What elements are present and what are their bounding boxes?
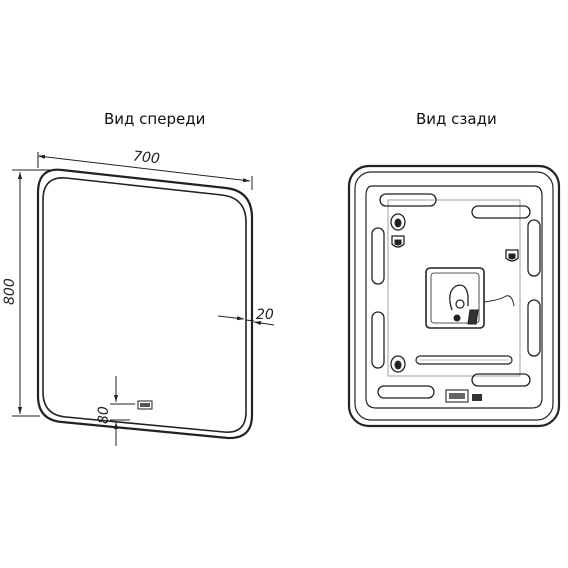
- front-view-title: Вид спереди: [104, 110, 206, 128]
- depth-dimension: [217, 315, 275, 326]
- bottom-offset-label: 80: [96, 406, 112, 424]
- back-view-title: Вид сзади: [416, 110, 497, 128]
- led-display-screen: [140, 403, 150, 407]
- front-mirror-inner-edge: [42, 177, 247, 433]
- slot: [371, 227, 385, 285]
- width-label: 700: [132, 148, 160, 167]
- depth-label: 20: [256, 307, 274, 323]
- height-label: 800: [2, 278, 18, 305]
- front-mirror: [36, 168, 254, 440]
- front-mirror-outer-edge: [36, 168, 254, 440]
- power-box-inner: [430, 272, 480, 324]
- back-mirror-outer-edge: [347, 164, 561, 428]
- back-panel-recess: [365, 185, 543, 409]
- back-mirror-inner-edge: [354, 171, 554, 421]
- switch-knob: [455, 299, 465, 309]
- slot: [371, 311, 385, 369]
- cable-loop: [449, 284, 469, 311]
- mount-hook-left: [391, 235, 405, 248]
- certification-mark: [472, 394, 482, 401]
- power-box: [425, 267, 485, 329]
- slot: [527, 219, 541, 277]
- height-dimension: [12, 169, 60, 417]
- led-display: [137, 400, 153, 410]
- slot: [471, 373, 531, 387]
- terminal: [467, 309, 479, 325]
- connector: [453, 314, 461, 322]
- mount-hole-top-left: [390, 213, 406, 231]
- wire: [483, 295, 515, 307]
- back-panel-inner: [387, 199, 521, 377]
- mount-hook-right: [505, 249, 519, 262]
- led-strip: [415, 355, 513, 365]
- bottom-offset-dimension: [110, 376, 135, 446]
- slot: [377, 385, 435, 399]
- mount-hole-bottom-left: [390, 355, 406, 373]
- back-mirror: [347, 164, 561, 428]
- slot: [471, 205, 531, 219]
- width-dimension-line: [37, 154, 251, 183]
- slot: [379, 193, 437, 207]
- width-dimension: [37, 152, 253, 190]
- bottom-connector: [445, 389, 469, 403]
- slot: [527, 299, 541, 357]
